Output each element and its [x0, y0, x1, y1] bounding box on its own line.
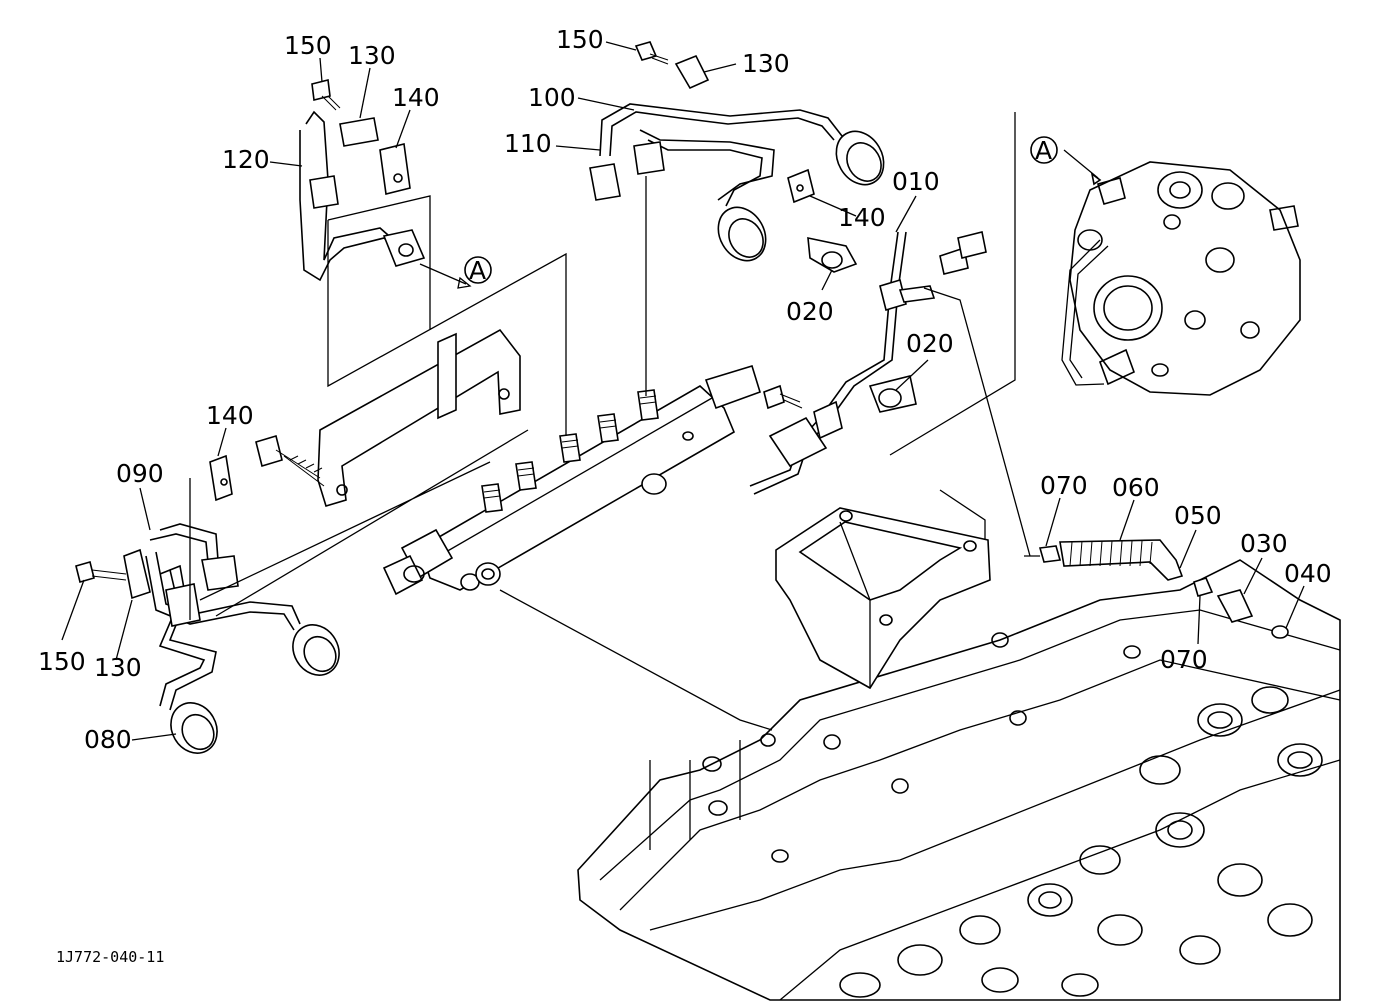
callout-020: 020: [906, 329, 954, 358]
callout-150: 150: [556, 25, 604, 54]
cylinder-bores: [839, 686, 1323, 998]
pipe-010: [749, 231, 987, 495]
rail-outlet-nipples: [481, 389, 659, 513]
callout-130: 130: [348, 41, 396, 70]
injection-pipe-100: [599, 103, 885, 262]
callout-010: 010: [892, 167, 940, 196]
callout-leaders: [61, 41, 1305, 741]
injection-pipe-090: [145, 523, 340, 676]
callout-070: 070: [1040, 471, 1088, 500]
return-hose-assembly: [499, 287, 1289, 731]
rail-pressure-sensor: [382, 528, 501, 596]
svg-text:A: A: [1035, 136, 1052, 165]
injection-pipe-110: [589, 141, 665, 396]
callout-150: 150: [284, 31, 332, 60]
callout-090: 090: [116, 459, 164, 488]
callout-050: 050: [1174, 501, 1222, 530]
callout-020: 020: [786, 297, 834, 326]
callout-110: 110: [504, 129, 552, 158]
drawing-code: 1J772-040-11: [56, 948, 164, 966]
clamp-top-right: [634, 41, 815, 204]
cylinder-head: [577, 489, 1341, 1001]
callout-140: 140: [206, 401, 254, 430]
injection-pipe-120: [299, 79, 567, 436]
injection-pipe-080: [158, 564, 218, 754]
callout-100: 100: [528, 83, 576, 112]
view-marker-a: A: [464, 256, 492, 285]
fuel-injection-pump: [889, 112, 1301, 456]
rail-mounting-bracket: [255, 328, 521, 507]
callout-080: 080: [84, 725, 132, 754]
view-marker-a: A: [1030, 136, 1058, 165]
common-rail: [382, 365, 761, 596]
callout-060: 060: [1112, 473, 1160, 502]
callout-140: 140: [838, 203, 886, 232]
callout-130: 130: [742, 49, 790, 78]
callout-040: 040: [1284, 559, 1332, 588]
washers-020: [807, 236, 917, 413]
callout-150: 150: [38, 647, 86, 676]
callout-070: 070: [1160, 645, 1208, 674]
clamp-left: [75, 454, 233, 620]
callout-030: 030: [1240, 529, 1288, 558]
callout-130: 130: [94, 653, 142, 682]
gear-case-housing: [775, 489, 991, 690]
callout-140: 140: [392, 83, 440, 112]
svg-text:A: A: [469, 256, 486, 285]
callout-120: 120: [222, 145, 270, 174]
